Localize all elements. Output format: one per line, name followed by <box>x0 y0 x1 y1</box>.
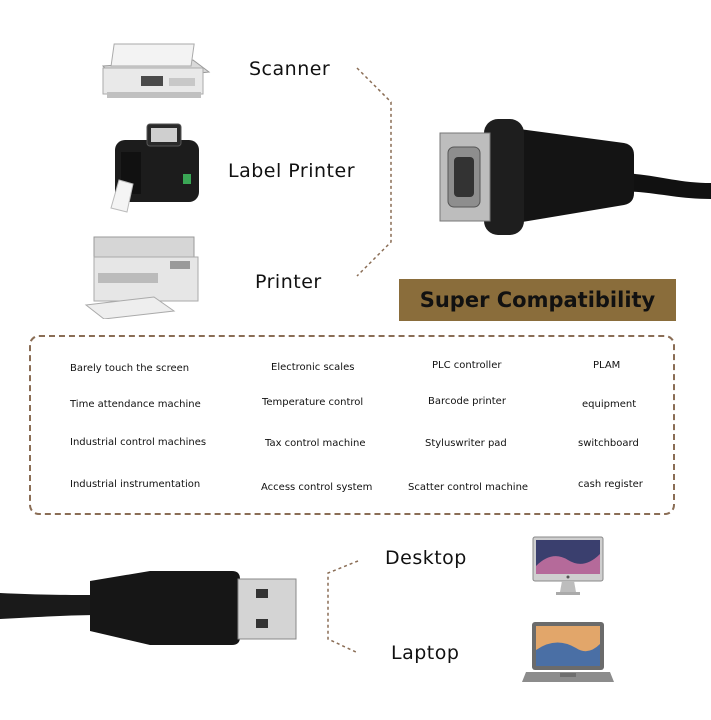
dashed-bracket-bottom <box>327 560 359 654</box>
label-printer-label: Label Printer <box>228 160 356 182</box>
dashed-bracket-top <box>356 67 392 277</box>
db9-connector-image <box>434 113 711 241</box>
compatibility-box <box>29 335 675 515</box>
compat-item: Styluswriter pad <box>425 438 507 449</box>
laptop-label: Laptop <box>391 642 460 664</box>
compat-item: PLAM <box>593 360 621 371</box>
laptop-image <box>522 620 614 686</box>
super-compatibility-badge: Super Compatibility <box>399 279 676 321</box>
printer-label: Printer <box>255 271 322 293</box>
printer-image <box>84 233 202 320</box>
scanner-label: Scanner <box>249 58 331 80</box>
compat-item: Time attendance machine <box>70 399 201 410</box>
compat-item: equipment <box>582 399 637 410</box>
compat-item: switchboard <box>578 438 639 449</box>
compat-item: Industrial control machines <box>70 437 207 448</box>
label-printer-image <box>107 122 203 214</box>
usb-connector-image <box>0 565 300 655</box>
compat-item: Temperature control <box>262 397 364 408</box>
compat-item: Scatter control machine <box>408 482 529 493</box>
compat-item: cash register <box>578 479 643 490</box>
scanner-image <box>95 38 213 104</box>
compat-item: Barely touch the screen <box>70 363 190 374</box>
compat-item: Electronic scales <box>271 362 355 373</box>
desktop-label: Desktop <box>385 547 467 569</box>
compat-item: Barcode printer <box>428 396 506 407</box>
compat-item: Tax control machine <box>265 438 366 449</box>
compat-item: Access control system <box>261 482 373 493</box>
compat-item: Industrial instrumentation <box>70 479 201 490</box>
desktop-image <box>532 536 604 596</box>
compat-item: PLC controller <box>432 360 502 371</box>
